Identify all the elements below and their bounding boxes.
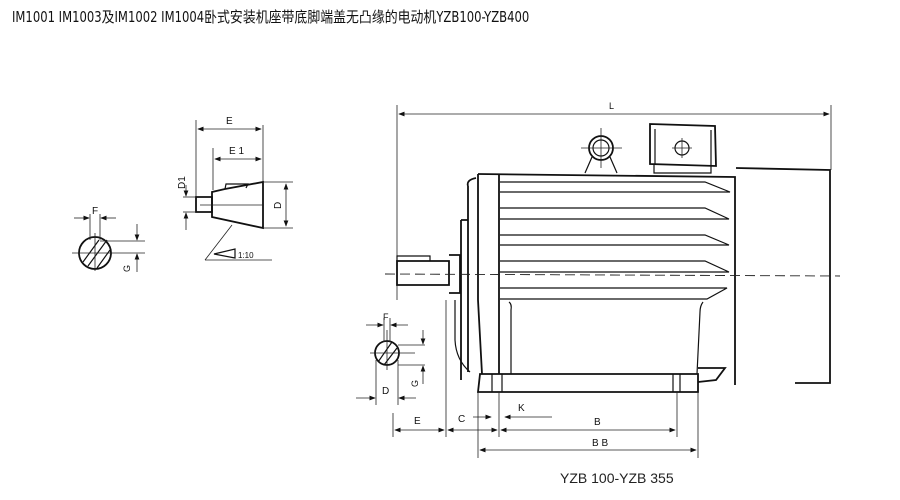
dim-label-d1: D1 — [177, 176, 188, 189]
dim-label-l: L — [609, 101, 614, 111]
drawing-title: IM1001 IM1003及IM1002 IM1004卧式安装机座带底脚端盖无凸… — [12, 8, 530, 26]
dim-label-e: E — [226, 116, 233, 127]
dim-label-f: F — [92, 206, 98, 217]
mounting-foot — [476, 367, 727, 393]
motor-side-view: L — [356, 101, 841, 458]
cooling-fins — [500, 181, 731, 300]
lifting-eye — [581, 128, 622, 174]
dim-label-k: K — [518, 403, 525, 414]
dim-label-g: G — [122, 265, 132, 272]
shaft-cross-section: F G D — [356, 312, 426, 405]
dim-label-f-main: F — [383, 312, 389, 322]
dim-label-g-main: G — [410, 380, 420, 387]
dim-label-e1: E 1 — [229, 146, 244, 157]
output-shaft — [396, 254, 461, 294]
dim-label-b: B — [594, 417, 601, 428]
taper-label: 1:10 — [238, 251, 254, 260]
dim-label-e-main: E — [414, 416, 421, 427]
dim-label-bb: B B — [592, 438, 608, 449]
terminal-box — [649, 123, 717, 174]
model-range-caption: YZB 100-YZB 355 — [560, 470, 674, 486]
centerline — [384, 273, 841, 277]
dim-label-d-main: D — [382, 386, 389, 397]
tapered-shaft-detail: E E 1 D D1 1:10 F G — [72, 116, 293, 272]
dim-label-d: D — [273, 202, 284, 209]
dim-label-c: C — [458, 414, 465, 425]
